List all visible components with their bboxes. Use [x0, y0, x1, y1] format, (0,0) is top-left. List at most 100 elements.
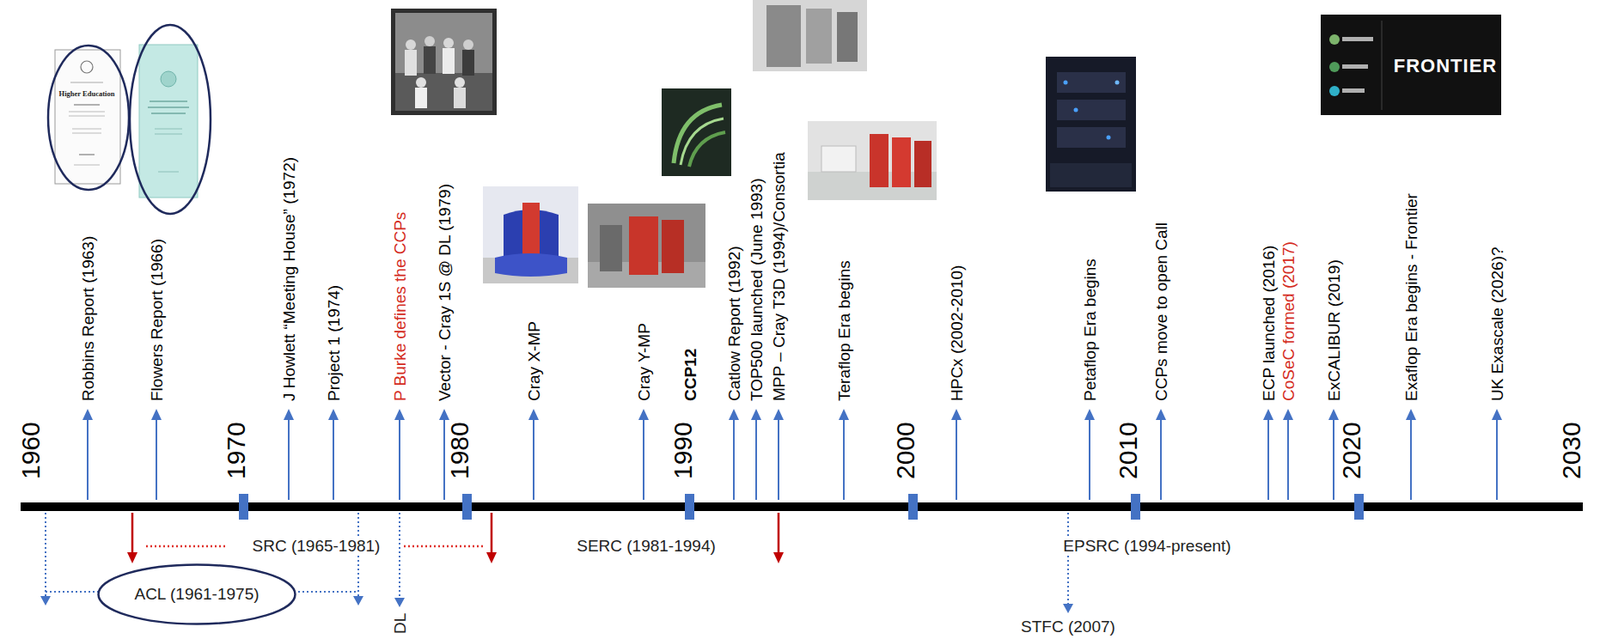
light-dot	[1106, 135, 1112, 141]
event-label: Vector - Cray 1S @ DL (1979)	[435, 183, 454, 402]
boundary-arrow	[131, 512, 135, 554]
computer-icon	[494, 253, 568, 277]
node-label: ACL (1961-1975)	[134, 585, 259, 605]
dotted-arrow	[1067, 512, 1069, 605]
arrow-head	[151, 409, 162, 421]
ellipse-node: ACL (1961-1975)	[97, 563, 297, 626]
event-arrow	[732, 417, 735, 501]
event-label: CoSeC formed (2017)	[1279, 241, 1298, 402]
arrow-head	[127, 552, 138, 564]
arrow-head	[486, 552, 497, 564]
event-arrow	[1332, 417, 1335, 501]
event-label: HPCx (2002-2010)	[947, 265, 966, 402]
arrow-head	[283, 409, 294, 421]
event-label: J Howlett “Meeting House” (1972)	[280, 157, 299, 402]
event-label: Flowers Report (1966)	[147, 238, 166, 402]
logo-icon	[1342, 88, 1365, 93]
year-label: 1970	[223, 421, 250, 480]
event-label: P Burke defines the CCPs	[390, 212, 410, 402]
cover-line	[68, 111, 105, 113]
person-icon	[454, 77, 465, 88]
cover-title: Higher Education	[59, 89, 116, 98]
council-label: EPSRC (1994-present)	[1060, 537, 1234, 556]
event-arrow	[755, 417, 758, 501]
logo-icon	[1342, 36, 1374, 42]
computer-icon	[661, 219, 684, 274]
photo-frame	[752, 0, 868, 72]
event-arrow	[1287, 417, 1289, 501]
arrow-head	[82, 409, 93, 421]
arrow-head	[394, 598, 405, 608]
computer-icon	[522, 202, 540, 260]
arrow-head	[1062, 604, 1074, 614]
person-icon	[442, 48, 455, 74]
computer-icon	[836, 12, 858, 62]
year-label: 1980	[446, 421, 473, 480]
computer-icon	[766, 5, 801, 68]
arrow-head	[751, 409, 762, 421]
timeline-bar	[20, 502, 1583, 512]
computer-icon	[821, 146, 856, 172]
cover-pattern	[689, 132, 726, 167]
arrow-head	[773, 409, 784, 421]
dotted-arrow	[44, 512, 47, 599]
event-label: MPP – Cray T3D (1994)/Consortia	[769, 152, 788, 402]
event-label: CCPs move to open Call	[1152, 222, 1171, 402]
dotted-arrow	[398, 512, 401, 600]
person-icon	[423, 46, 436, 74]
dotted-span	[403, 545, 485, 549]
event-label: TOP500 launched (June 1993)	[747, 178, 766, 403]
event-arrow	[532, 417, 535, 501]
council-label: SERC (1981-1994)	[574, 537, 719, 556]
cover-line	[72, 128, 102, 130]
event-label: Exaflop Era begins - Frontier	[1402, 193, 1421, 402]
person-icon	[405, 39, 416, 50]
arrow-head	[951, 409, 962, 421]
computer-icon	[1056, 72, 1126, 93]
council-label: STFC (2007)	[1018, 617, 1118, 637]
event-arrow	[332, 417, 335, 501]
dotted-span	[146, 545, 226, 549]
banner-divider	[1381, 20, 1383, 110]
arrow-head	[638, 409, 649, 421]
event-label: Robbins Report (1963)	[79, 236, 98, 402]
year-label: 1960	[18, 421, 44, 480]
event-arrow	[1496, 417, 1498, 501]
light-dot	[1115, 80, 1120, 86]
arrow-head	[1328, 409, 1339, 421]
logo-text: FRONTIER	[1393, 54, 1497, 78]
arrow-head	[394, 409, 405, 421]
photo-frame	[482, 186, 579, 284]
person-icon	[415, 77, 427, 88]
arrow-head	[528, 409, 539, 421]
cover-line	[149, 100, 188, 103]
site-label: DL	[390, 613, 410, 635]
arrow-head	[1491, 409, 1503, 421]
event-arrow	[155, 417, 158, 501]
event-label: Teraflop Era begins	[835, 260, 854, 402]
light-dot	[1063, 80, 1069, 86]
decade-tick	[462, 494, 472, 520]
decade-tick	[908, 494, 918, 520]
computer-icon	[1056, 99, 1126, 121]
event-label: Catlow Report (1992)	[725, 245, 744, 402]
council-label: SRC (1965-1981)	[250, 537, 384, 556]
cover-line	[79, 153, 95, 156]
cover-line	[73, 164, 100, 166]
cover-line	[151, 112, 186, 115]
person-icon	[424, 36, 435, 47]
light-dot	[1074, 108, 1079, 113]
crest-icon	[80, 61, 93, 74]
arrow-head	[1405, 409, 1417, 421]
computer-icon	[599, 225, 623, 272]
decade-tick	[1354, 494, 1364, 520]
arrow-head	[353, 596, 364, 606]
photo-frame	[587, 203, 706, 288]
event-label: UK Exascale (2026)?	[1488, 246, 1507, 402]
person-icon	[443, 37, 454, 49]
person-icon	[404, 49, 417, 76]
person-icon	[415, 87, 428, 109]
event-label: Cray Y-MP	[635, 323, 654, 402]
event-arrow	[1267, 417, 1270, 501]
computer-icon	[806, 8, 832, 64]
